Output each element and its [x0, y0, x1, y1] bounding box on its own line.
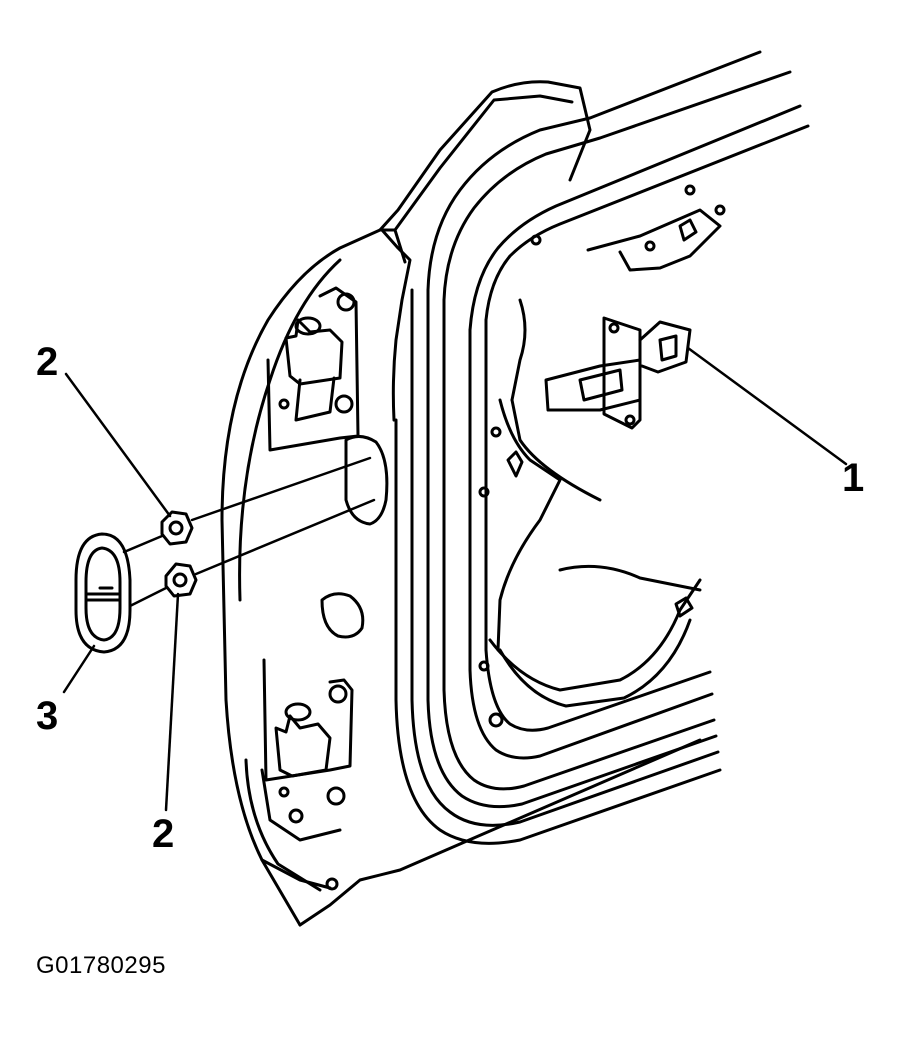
access-plug	[74, 532, 132, 654]
callout-3: 3	[36, 694, 59, 738]
body-pillar-outline	[220, 80, 702, 927]
nut-upper	[160, 510, 194, 546]
callout-1: 1	[842, 456, 865, 500]
upper-hinge	[266, 286, 360, 452]
lower-hinge	[260, 658, 354, 842]
nut-lower	[164, 562, 198, 598]
access-holes	[320, 184, 726, 891]
door-opening-frame	[394, 50, 810, 845]
callout-2-upper: 2	[36, 340, 59, 384]
figure-id: G01780295	[36, 952, 166, 979]
leader-lines	[62, 346, 848, 812]
callout-2-lower: 2	[152, 812, 175, 856]
door-check-link	[544, 316, 692, 430]
